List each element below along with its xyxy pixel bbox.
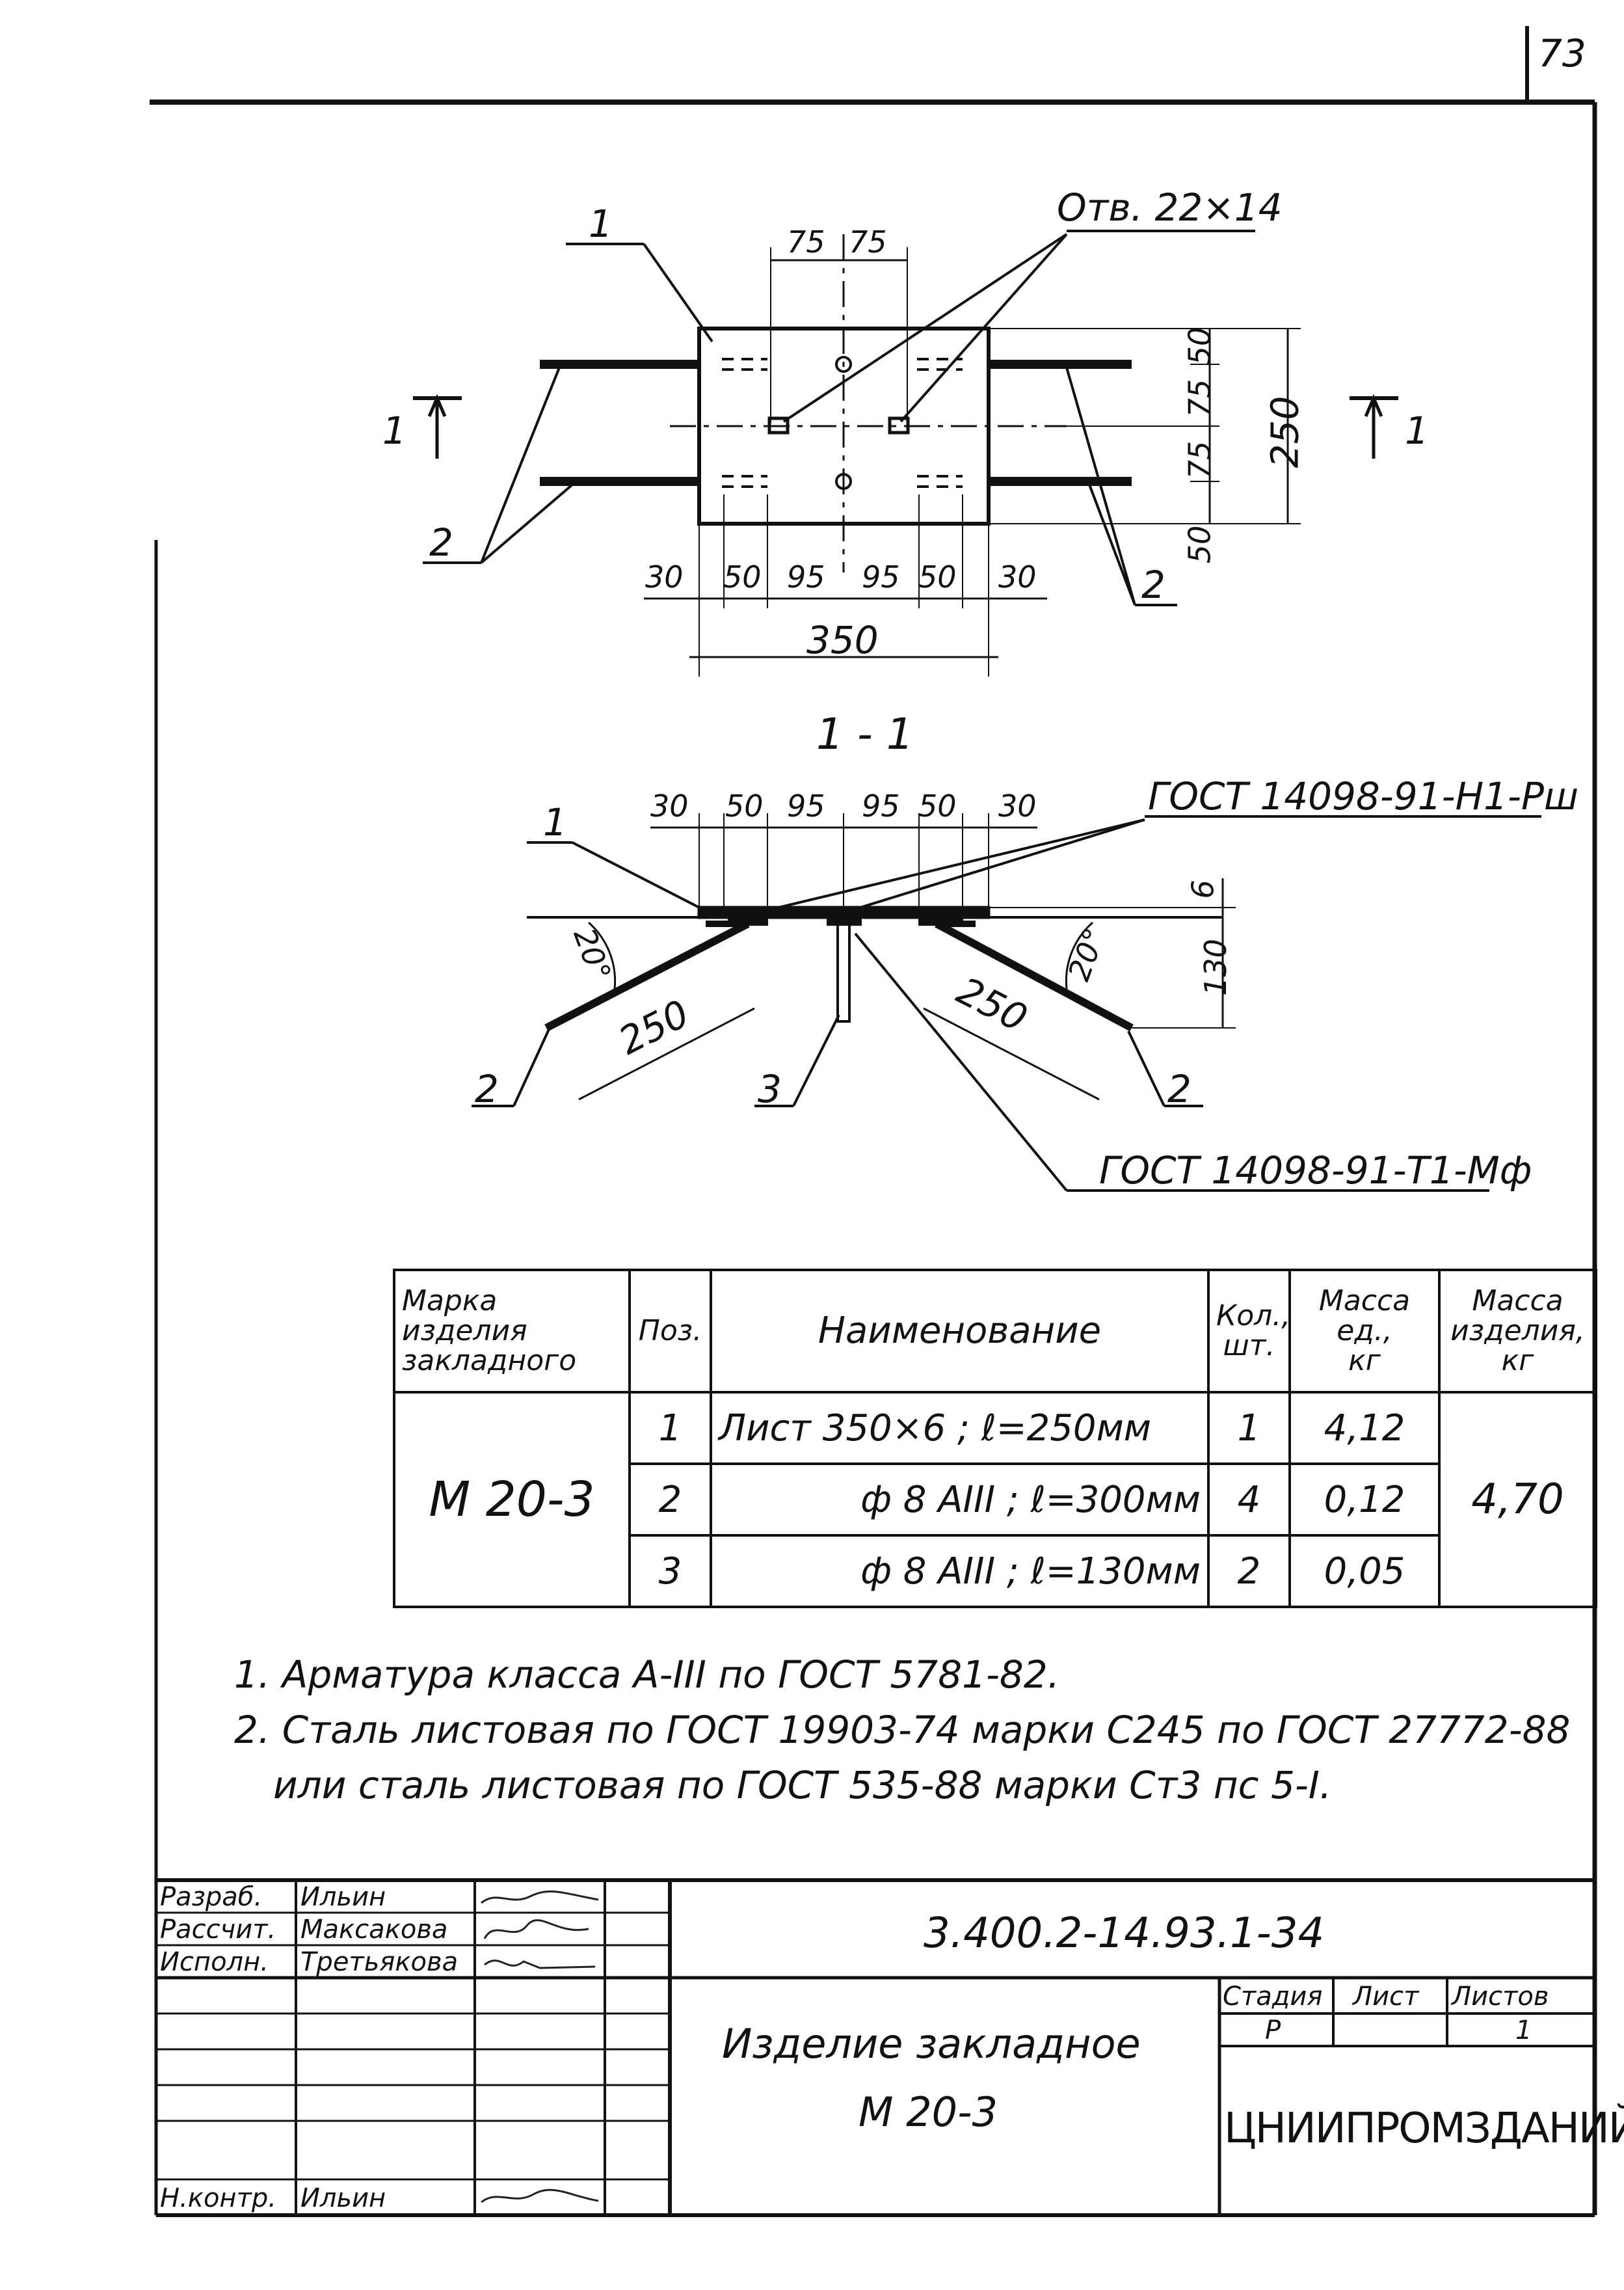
note-1: 1. Арматура класса А-III по ГОСТ 5781-82…: [234, 1652, 1060, 1697]
section-height: 130: [1197, 939, 1233, 996]
row-qty: 2: [1207, 1534, 1291, 1608]
section-top-dim-2: 50: [725, 788, 764, 824]
stamp-name-1: Ильин: [300, 1882, 386, 1912]
plan-top-dim-1: 75: [787, 224, 825, 260]
stamp-role-calculated: Рассчит.: [160, 1915, 276, 1945]
note-2: 2. Сталь листовая по ГОСТ 19903-74 марки…: [234, 1708, 1571, 1752]
section-top-dim-1: 30: [650, 788, 689, 824]
row-pos: 1: [628, 1391, 712, 1465]
plan-position-1: 1: [589, 202, 613, 246]
stamp-role-executed: Исполн.: [160, 1947, 269, 1977]
gost-bottom-label: ГОСТ 14098-91-Т1-Мф: [1099, 1148, 1532, 1192]
header-mark: Марка изделия закладного: [393, 1269, 631, 1394]
sheets-header: Листов: [1452, 1982, 1549, 2012]
stamp-name-4: Ильин: [300, 2183, 386, 2213]
stamp-name-2: Максакова: [300, 1915, 448, 1945]
gost-top-label: ГОСТ 14098-91-Н1-Рш: [1148, 774, 1578, 818]
page-number: 73: [1538, 31, 1586, 75]
section-position-3: 3: [758, 1067, 782, 1111]
item-title-mark: М 20-3: [859, 2088, 998, 2136]
stage-value: Р: [1265, 2015, 1281, 2045]
row-pos: 2: [628, 1462, 712, 1537]
signature-1: [481, 1890, 599, 1904]
section-position-2-left: 2: [475, 1067, 499, 1111]
sheet-header: Лист: [1353, 1982, 1419, 2012]
organization-name: ЦНИИПРОМЗДАНИЙ: [1224, 2105, 1624, 2153]
section-thickness: 6: [1185, 880, 1221, 899]
row-mass: 0,05: [1288, 1534, 1441, 1608]
table-header-row: Марка изделия закладного Поз. Наименован…: [393, 1269, 1597, 1394]
row-qty: 1: [1207, 1391, 1291, 1465]
row-pos: 3: [628, 1534, 712, 1608]
section-top-dim-4: 95: [862, 788, 900, 824]
document-code: 3.400.2-14.93.1-34: [924, 1909, 1325, 1958]
row-name: ф 8 АIII ; ℓ=300мм: [710, 1462, 1210, 1537]
item-mark: М 20-3: [393, 1391, 631, 1608]
section-position-1: 1: [543, 800, 567, 844]
plan-overall-height: 250: [1262, 396, 1307, 468]
header-qty: Кол., шт.: [1207, 1269, 1291, 1394]
specification-table: Марка изделия закладного Поз. Наименован…: [393, 1269, 1597, 1608]
plan-bottom-dim-2: 50: [723, 559, 762, 595]
plan-position-2-right: 2: [1141, 563, 1165, 607]
plan-right-dim-2: 75: [1182, 379, 1218, 418]
plan-position-2-left: 2: [429, 520, 453, 565]
row-mass: 4,12: [1288, 1391, 1441, 1465]
plan-bottom-dim-4: 95: [862, 559, 900, 595]
stamp-role-norm-control: Н.контр.: [160, 2183, 276, 2213]
signature-2: [483, 1919, 589, 1939]
section-top-dim-3: 95: [787, 788, 825, 824]
signature-4: [481, 2189, 599, 2203]
plan-overall-width: 350: [806, 618, 879, 662]
header-pos: Поз.: [628, 1269, 712, 1394]
plan-bottom-dim-1: 30: [645, 559, 684, 595]
header-item-mass: Масса изделия, кг: [1438, 1269, 1597, 1394]
hole-label: Отв. 22×14: [1057, 185, 1283, 230]
section-mark-right: 1: [1405, 409, 1429, 453]
stage-header: Стадия: [1223, 1982, 1323, 2012]
section-title: 1 - 1: [816, 709, 914, 759]
plan-right-dim-3: 75: [1182, 440, 1218, 479]
row-name: ф 8 АIII ; ℓ=130мм: [710, 1534, 1210, 1608]
table-row: М 20-3 1 Лист 350×6 ; ℓ=250мм 1 4,12 4,7…: [393, 1391, 1597, 1608]
header-unit-mass: Масса ед., кг: [1288, 1269, 1441, 1394]
plan-right-dim-1: 50: [1182, 327, 1218, 366]
plan-bottom-dim-5: 50: [918, 559, 957, 595]
signature-3: [484, 1960, 596, 1969]
section-top-dim-5: 50: [918, 788, 957, 824]
plan-bottom-dim-6: 30: [998, 559, 1037, 595]
row-name: Лист 350×6 ; ℓ=250мм: [710, 1391, 1210, 1465]
note-2-continued: или сталь листовая по ГОСТ 535-88 марки …: [273, 1763, 1332, 1807]
stamp-role-developed: Разраб.: [160, 1882, 263, 1912]
item-title: Изделие закладное: [722, 2020, 1141, 2068]
table-row: 3 ф 8 АIII ; ℓ=130мм 2 0,05: [394, 1534, 1596, 1608]
plan-right-dim-4: 50: [1182, 525, 1218, 564]
sheets-value: 1: [1515, 2015, 1532, 2045]
row-mass: 0,12: [1288, 1462, 1441, 1537]
section-position-2-right: 2: [1167, 1067, 1191, 1111]
header-name: Наименование: [710, 1269, 1210, 1394]
row-qty: 4: [1207, 1462, 1291, 1537]
stamp-name-3: Третьякова: [300, 1947, 459, 1977]
plan-bottom-dim-3: 95: [787, 559, 825, 595]
plan-top-dim-2: 75: [849, 224, 887, 260]
table-row: 2 ф 8 АIII ; ℓ=300мм 4 0,12: [394, 1462, 1596, 1537]
section-mark-left: 1: [382, 409, 406, 453]
total-mass: 4,70: [1438, 1391, 1597, 1608]
section-top-dim-6: 30: [998, 788, 1037, 824]
